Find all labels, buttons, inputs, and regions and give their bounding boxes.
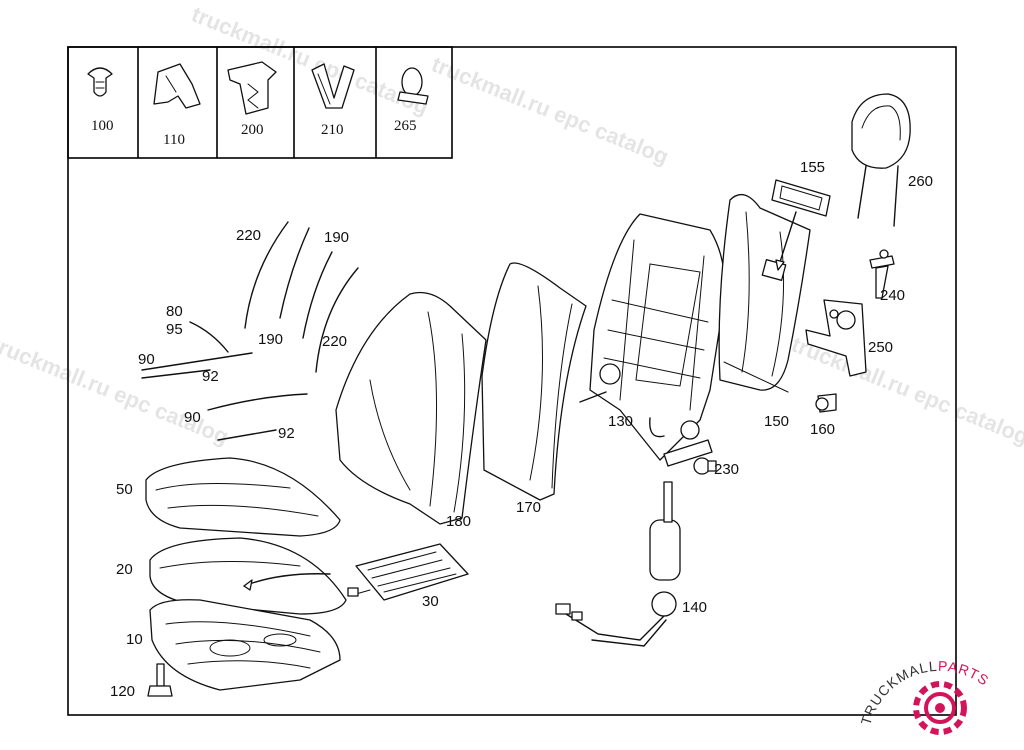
label-80: 80 — [166, 303, 183, 320]
label-220: 220 — [322, 333, 347, 350]
screw-160 — [815, 393, 837, 413]
diagram-frame — [67, 46, 957, 716]
clip-110-icon — [153, 63, 201, 109]
label-50: 50 — [116, 481, 133, 498]
label-155: 155 — [800, 159, 825, 176]
label-250: 250 — [868, 339, 893, 356]
label-90: 90 — [138, 351, 155, 368]
motor-140 — [555, 481, 681, 647]
heater-mat-30 — [347, 543, 469, 601]
label-260: 260 — [908, 173, 933, 190]
inset-label: 265 — [394, 118, 417, 134]
nut-230 — [693, 457, 717, 475]
inset-label: 200 — [241, 122, 264, 138]
backrest-frame-130 — [579, 213, 726, 467]
bracket-250 — [805, 299, 867, 377]
label-150: 150 — [764, 413, 789, 430]
headrest-guide-240 — [869, 249, 895, 299]
gear-icon — [913, 681, 967, 735]
clip-100-icon — [87, 67, 113, 97]
label-120: 120 — [110, 683, 135, 700]
logo-text-dark: TRUCKMALL — [857, 658, 938, 727]
headrest-260 — [851, 93, 911, 227]
inset-label: 100 — [91, 118, 114, 134]
watermark: truckmall.ru epc catalog — [428, 51, 672, 169]
label-90: 90 — [184, 409, 201, 426]
wire-rods — [141, 221, 359, 441]
seat-foam-20 — [149, 537, 347, 615]
label-140: 140 — [682, 599, 707, 616]
seat-cover-50 — [145, 457, 341, 537]
label-230: 230 — [714, 461, 739, 478]
label-240: 240 — [880, 287, 905, 304]
label-190: 190 — [258, 331, 283, 348]
clip-200-icon — [227, 61, 277, 115]
label-190: 190 — [324, 229, 349, 246]
label-180: 180 — [446, 513, 471, 530]
label-20: 20 — [116, 561, 133, 578]
backrest-foam-170 — [481, 262, 587, 501]
label-130: 130 — [608, 413, 633, 430]
label-220: 220 — [236, 227, 261, 244]
bolt-120 — [147, 663, 173, 697]
seat-frame-10 — [149, 599, 341, 691]
cover-155 — [771, 179, 831, 271]
label-92: 92 — [278, 425, 295, 442]
label-95: 95 — [166, 321, 183, 338]
clip-265-icon — [397, 67, 429, 105]
part-labels: 10 20 30 50 80 95 90 92 90 92 120 130 14… — [110, 159, 933, 700]
label-160: 160 — [810, 421, 835, 438]
inset-parts-box: 100 110 200 210 265 — [67, 46, 453, 159]
label-170: 170 — [516, 499, 541, 516]
inset-label: 110 — [163, 132, 185, 148]
clip-210-icon — [311, 63, 355, 109]
label-30: 30 — [422, 593, 439, 610]
watermark: truckmall.ru epc catalog — [0, 331, 232, 449]
backrest-cover-180 — [335, 291, 487, 525]
rear-panel-150 — [718, 193, 811, 393]
label-10: 10 — [126, 631, 143, 648]
watermark: truckmall.ru epc catalog — [188, 1, 432, 119]
inset-label: 210 — [321, 122, 344, 138]
label-92: 92 — [202, 368, 219, 385]
truckmall-parts-logo: TRUCKMALLPARTS — [857, 658, 991, 735]
